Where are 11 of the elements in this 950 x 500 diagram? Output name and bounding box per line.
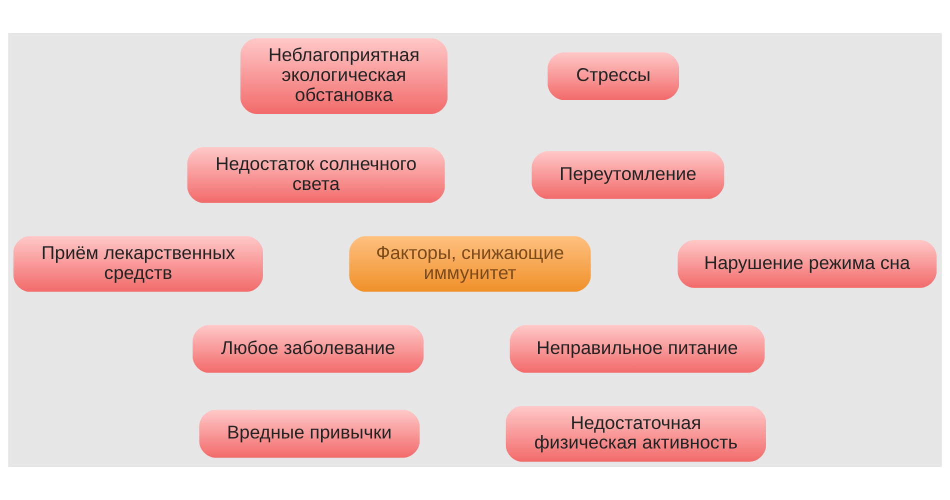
node-box: Недостаточная физическая активность bbox=[506, 406, 766, 462]
node-box: Недостаток солнечного света bbox=[187, 147, 445, 203]
node-box: Приём лекарственных средств bbox=[13, 236, 263, 292]
node-box: Вредные привычки bbox=[199, 410, 420, 458]
node-box: Неправильное питание bbox=[510, 325, 765, 373]
node-box: Факторы, снижающие иммунитет bbox=[349, 236, 591, 292]
node-box: Стрессы bbox=[548, 52, 680, 100]
node-box: Переутомление bbox=[532, 151, 724, 199]
node-box: Любое заболевание bbox=[192, 325, 424, 373]
node-box: Нарушение режима сна bbox=[678, 240, 937, 288]
node-box: Неблагоприятная экологическая обстановка bbox=[240, 38, 448, 114]
